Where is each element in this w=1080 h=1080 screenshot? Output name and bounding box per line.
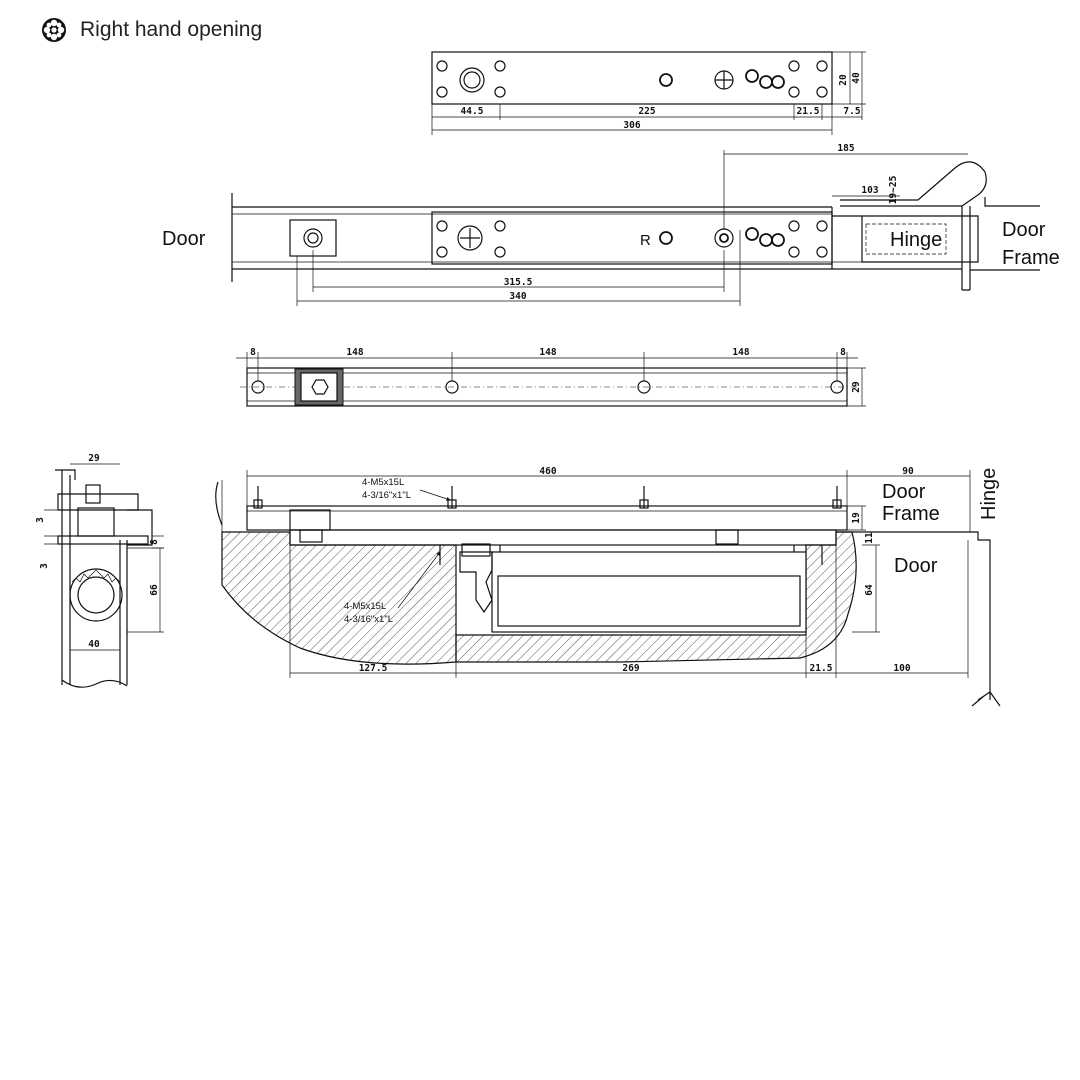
dim-20: 20 [838,74,849,86]
top-plate-view: 44.5 225 21.5 7.5 306 20 40 [431,51,866,135]
label-door-frame-bot-2: Frame [882,503,940,525]
dim-306: 306 [623,120,640,131]
dim-rail-8-left: 8 [250,347,256,358]
dim-460: 460 [539,466,556,477]
dim-103: 103 [861,185,878,196]
bottom-section-view: 4-M5x15L 4-3/16"x1"L 4-M5x15L 4-3/16"x1"… [215,466,1001,707]
dim-19-25: 19~25 [888,175,899,204]
dim-sec-8: 8 [149,539,160,545]
dim-bot-11: 11 [864,532,875,544]
mid-installation-view: R Door Hinge Door Frame 185 103 19~25 31… [162,143,1060,306]
label-door-frame-1: Door [1002,219,1046,241]
dim-rail-8-right: 8 [840,347,846,358]
dim-44-5: 44.5 [461,106,484,117]
label-door-bot: Door [894,555,938,577]
dim-269: 269 [622,663,639,674]
note-screw-bot-2: 4-3/16"x1"L [344,614,393,625]
dim-bot-19: 19 [851,512,862,524]
label-hinge-vertical: Hinge [978,468,1000,520]
dim-340: 340 [509,291,526,302]
label-door: Door [162,228,206,250]
dim-sec-40: 40 [88,639,100,650]
dim-rail-29: 29 [851,381,862,393]
dim-rail-148-b: 148 [539,347,556,358]
page-title: Right hand opening [80,18,263,41]
section-view: 29 3 3 8 66 40 [35,453,164,688]
top-plate-holes [436,60,828,98]
dim-bot-21-5: 21.5 [810,663,833,674]
dim-sec-3-bot: 3 [39,563,50,569]
dim-21-5: 21.5 [797,106,820,117]
dim-185: 185 [837,143,854,154]
dim-7-5: 7.5 [843,106,860,117]
label-door-frame-2: Frame [1002,247,1060,269]
top-plate [431,51,833,105]
dim-90: 90 [902,466,914,477]
dim-315-5: 315.5 [504,277,533,288]
dim-rail-148-a: 148 [346,347,363,358]
dim-sec-3-top: 3 [35,517,46,523]
dim-rail-148-c: 148 [732,347,749,358]
gear-icon [42,18,66,42]
dim-225: 225 [638,106,655,117]
note-screw-bot-1: 4-M5x15L [344,601,386,612]
label-hinge: Hinge [890,229,942,251]
dim-100: 100 [893,663,910,674]
note-screw-top-2: 4-3/16"x1"L [362,490,411,501]
note-screw-top-1: 4-M5x15L [362,477,404,488]
dim-127-5: 127.5 [359,663,388,674]
dim-40: 40 [851,72,862,84]
dim-sec-29: 29 [88,453,100,464]
dim-sec-66: 66 [149,584,160,596]
header: Right hand opening [40,14,262,46]
dim-bot-64: 64 [864,584,875,596]
rail-view: 8 148 148 148 8 29 [236,347,866,407]
label-door-frame-bot-1: Door [882,481,926,503]
r-mark: R [640,232,651,249]
